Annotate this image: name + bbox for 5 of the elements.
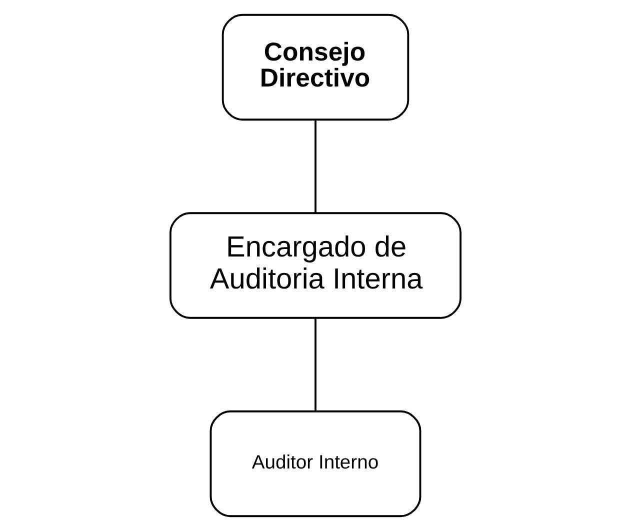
connector (314, 120, 316, 213)
node-box: Auditor Interno (209, 410, 421, 518)
connector (314, 318, 316, 411)
node-box: Encargado de Auditoria Interna (168, 212, 462, 319)
node-box: Consejo Directivo (221, 14, 409, 121)
